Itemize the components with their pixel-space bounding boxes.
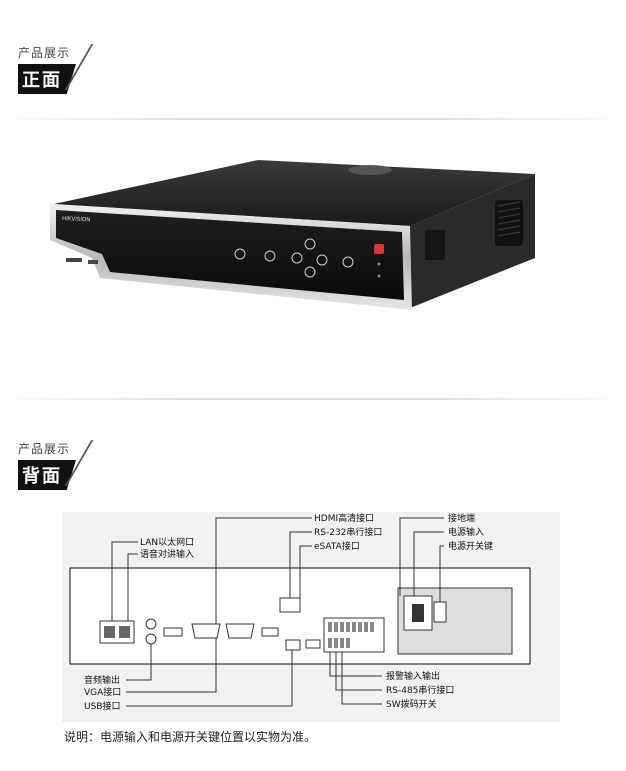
label-ground: 接地端	[448, 512, 475, 524]
label-lan: LAN以太网口	[140, 536, 194, 548]
front-section-subtitle: 产品展示	[18, 46, 71, 60]
footnote: 说明：电源输入和电源开关键位置以实物为准。	[64, 730, 317, 744]
label-power-in: 电源输入	[448, 526, 484, 538]
front-brand: HIKVISION	[62, 216, 91, 223]
top-divider	[0, 118, 626, 120]
back-section-subtitle: 产品展示	[18, 442, 71, 456]
front-device-image: HIKVISION	[50, 160, 535, 310]
label-rs232: RS-232串行接口	[314, 526, 382, 538]
label-esata: eSATA接口	[314, 540, 360, 552]
front-section-header: 产品展示 正面	[18, 44, 94, 94]
back-section-title: 背面	[18, 460, 76, 490]
back-panel-diagram: LAN以太网口 语音对讲输入 HDMI高清接口 RS-232串行接口 eSATA…	[62, 512, 560, 722]
label-audio-in: 语音对讲输入	[140, 548, 194, 560]
label-audio-out: 音频输出	[84, 674, 120, 686]
label-dip: SW拨码开关	[386, 698, 437, 710]
label-vga: VGA接口	[84, 686, 121, 698]
label-power-switch: 电源开关键	[448, 540, 493, 552]
front-section-title: 正面	[18, 64, 76, 94]
middle-divider	[0, 398, 626, 400]
label-rs485: RS-485串行接口	[386, 684, 454, 696]
back-section-header: 产品展示 背面	[18, 440, 94, 490]
label-alarm: 报警输入输出	[386, 670, 440, 682]
label-hdmi: HDMI高清接口	[314, 512, 374, 524]
label-usb: USB接口	[84, 700, 120, 712]
